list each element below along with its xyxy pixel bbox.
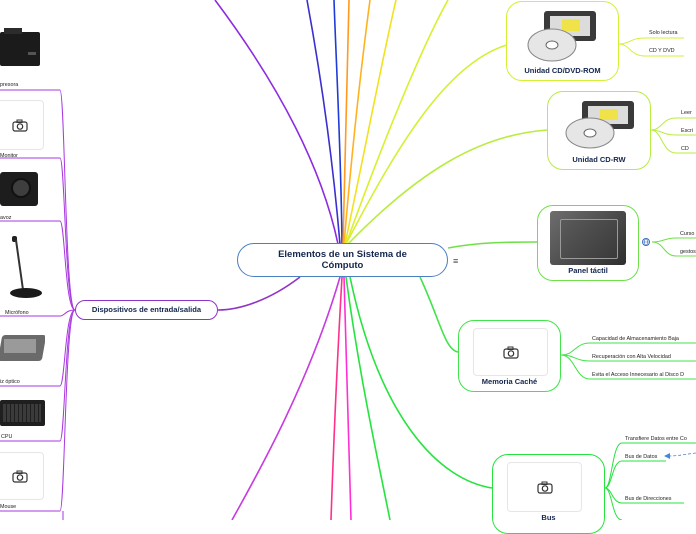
- leaf-evita-acceso[interactable]: Evita el Acceso Innecesario al Disco D: [592, 372, 684, 378]
- card-bus[interactable]: Bus: [492, 454, 605, 534]
- camera-placeholder-icon: [502, 346, 519, 359]
- image-placeholder: [473, 328, 548, 376]
- leaf-leer[interactable]: Leer: [681, 110, 692, 116]
- central-topic[interactable]: Elementos de un Sistema de Cómputo: [237, 243, 448, 277]
- cd-drive-icon: [565, 101, 634, 149]
- central-topic-label: Elementos de un Sistema de Cómputo: [278, 249, 407, 271]
- card-title: Unidad CD-RW: [572, 155, 626, 164]
- scanner-photo: [0, 325, 45, 373]
- image-placeholder: [0, 100, 44, 150]
- card-panel-tactil[interactable]: Panel táctil: [537, 205, 639, 281]
- card-title: Memoria Caché: [481, 377, 538, 386]
- touchpad-photo: [550, 211, 626, 265]
- left-item-label[interactable]: Monitor: [0, 153, 18, 159]
- camera-placeholder-icon: [536, 481, 553, 494]
- topic-dispositivos-entrada-salida[interactable]: Dispositivos de entrada/salida: [75, 300, 218, 320]
- left-item-label[interactable]: Micrófono: [5, 310, 29, 316]
- left-item-label[interactable]: presora: [0, 82, 19, 88]
- leaf-recuperacion[interactable]: Recuperación con Alta Velocidad: [592, 354, 671, 360]
- leaf-escribir[interactable]: Escri: [681, 128, 693, 134]
- leaf-cd[interactable]: CD: [681, 146, 689, 152]
- cd-drive-icon: [527, 11, 596, 62]
- leaf-transfiere-datos[interactable]: Transfiere Datos entre Co: [625, 436, 687, 442]
- card-title: Unidad CD/DVD-ROM: [524, 66, 601, 75]
- camera-placeholder-icon: [12, 119, 28, 132]
- card-unidad-cd-dvd-rom[interactable]: Unidad CD/DVD-ROM: [506, 1, 619, 81]
- speaker-photo: [0, 172, 38, 206]
- left-item-label[interactable]: avoz: [0, 215, 12, 221]
- card-title: Panel táctil: [568, 266, 608, 275]
- leaf-gestos[interactable]: gestos: [680, 249, 696, 255]
- microphone-photo: [2, 232, 46, 306]
- leaf-bus-de-direcciones[interactable]: Bus de Direcciones: [625, 496, 672, 502]
- left-item-label[interactable]: iz óptico: [0, 379, 20, 385]
- image-placeholder: [507, 462, 582, 512]
- leaf-cd-y-dvd[interactable]: CD Y DVD: [649, 48, 675, 54]
- leaf-capacidad[interactable]: Capacidad de Almacenamiento Baja: [592, 336, 679, 342]
- left-item-label[interactable]: Mouse: [0, 504, 17, 510]
- printer-photo: [0, 12, 42, 72]
- mindmap-connectors: [0, 0, 696, 520]
- card-title: Bus: [541, 513, 556, 522]
- leaf-solo-lectura[interactable]: Solo lectura: [649, 30, 678, 36]
- leaf-cursor[interactable]: Curso: [680, 231, 695, 237]
- camera-placeholder-icon: [12, 470, 28, 483]
- hamburger-menu-icon[interactable]: ≡: [453, 256, 459, 266]
- left-item-label[interactable]: CPU: [1, 434, 13, 440]
- card-unidad-cd-rw[interactable]: Unidad CD-RW: [547, 91, 651, 170]
- card-memoria-cache[interactable]: Memoria Caché: [458, 320, 561, 392]
- leaf-bus-de-datos[interactable]: Bus de Datos: [625, 454, 658, 460]
- image-placeholder: [0, 452, 44, 500]
- keyboard-photo: [0, 400, 45, 426]
